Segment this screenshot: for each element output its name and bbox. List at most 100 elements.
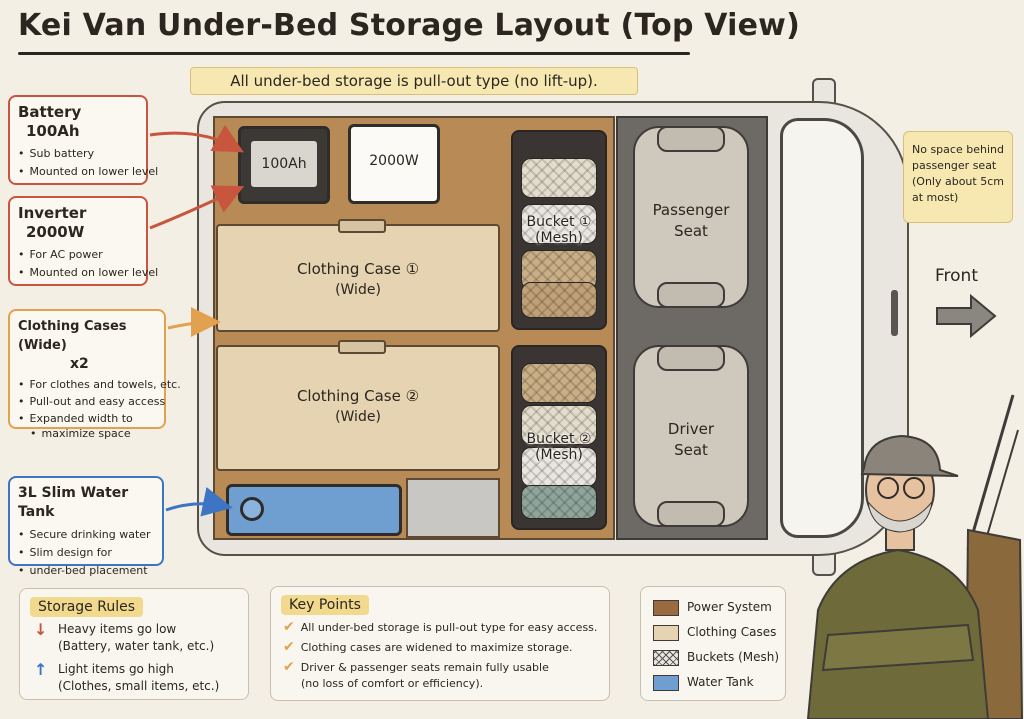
passenger-seat-label: Passenger Seat xyxy=(635,200,747,242)
inverter-callout-item: Mounted on lower level xyxy=(18,264,159,282)
legend-label: Buckets (Mesh) xyxy=(687,650,780,664)
case-2-sub: (Wide) xyxy=(335,409,381,425)
water-callout-item: Slim design for xyxy=(18,544,154,562)
clothing-case-2: Clothing Case ② (Wide) xyxy=(216,340,500,471)
bucket-2-label: Bucket ② (Mesh) xyxy=(513,431,605,463)
key-point-item: ✔ All under-bed storage is pull-out type … xyxy=(283,619,597,636)
water-arrow xyxy=(165,487,233,517)
clothing-arrow xyxy=(167,307,221,338)
case-handle xyxy=(338,219,386,233)
water-callout-title: 3L Slim Water Tank xyxy=(18,485,129,520)
legend-swatch xyxy=(653,649,679,666)
rolled-towel xyxy=(521,485,597,519)
bucket-2-sub: (Mesh) xyxy=(535,447,583,463)
battery-callout: Battery 100Ah Sub battery Mounted on low… xyxy=(8,95,159,185)
legend-item-power: Power System xyxy=(653,597,772,617)
inverter-callout-title: Inverter xyxy=(18,204,87,222)
inverter-callout: Inverter 2000W For AC power Mounted on l… xyxy=(8,196,159,286)
rule-line: (Clothes, small items, etc.) xyxy=(58,679,220,693)
driver-seat-line1: Driver xyxy=(667,420,715,438)
case-handle xyxy=(338,340,386,354)
driver-seat-label: Driver Seat xyxy=(635,419,747,461)
no-space-line: at most) xyxy=(912,191,959,204)
inverter-unit: 2000W xyxy=(348,124,440,204)
no-space-line: No space behind xyxy=(912,143,1004,156)
legend-item-clothing: Clothing Cases xyxy=(653,622,776,642)
legend-item-buckets: Buckets (Mesh) xyxy=(653,647,779,667)
water-callout-item: under-bed placement xyxy=(18,562,154,580)
key-point-item: ✔ Clothing cases are widened to maximize … xyxy=(283,639,572,656)
rule-line: (Battery, water tank, etc.) xyxy=(58,639,215,653)
key-points-title: Key Points xyxy=(281,595,369,615)
clothing-case-1: Clothing Case ① (Wide) xyxy=(216,219,500,332)
case-1-name: Clothing Case ① xyxy=(296,260,420,278)
rule-line: Light items go high xyxy=(58,662,174,676)
key-point-text: Clothing cases are widened to maximize s… xyxy=(300,641,573,654)
clothing-callout-title: Clothing Cases (Wide) xyxy=(18,319,127,353)
battery-arrow xyxy=(149,124,244,153)
passenger-seat-line2: Seat xyxy=(674,222,708,240)
clothing-callout: Clothing Cases (Wide) x2 For clothes and… xyxy=(8,309,181,440)
check-icon: ✔ xyxy=(283,659,295,675)
bucket-2-name: Bucket ② xyxy=(526,431,592,447)
battery-callout-subtitle: 100Ah xyxy=(26,122,80,140)
clothing-callout-item: Pull-out and easy access xyxy=(18,393,166,410)
storage-rules-panel: Storage Rules ↓ Heavy items go low (Batt… xyxy=(19,588,249,700)
case-2-name: Clothing Case ② xyxy=(296,387,420,405)
rule-row-light: ↑ Light items go high (Clothes, small it… xyxy=(34,661,219,695)
mesh-bucket-1: Bucket ① (Mesh) xyxy=(511,130,607,330)
rolled-towel xyxy=(521,204,597,244)
legend-swatch xyxy=(653,674,679,691)
bucket-1-label: Bucket ① (Mesh) xyxy=(513,214,605,246)
key-point-item: ✔ Driver & passenger seats remain fully u… xyxy=(283,659,549,692)
legend-label: Clothing Cases xyxy=(687,625,777,639)
rolled-towel xyxy=(521,158,597,198)
inverter-callout-item: For AC power xyxy=(18,246,138,264)
battery-callout-item: Mounted on lower level xyxy=(18,163,159,181)
rolled-towel xyxy=(521,282,597,318)
case-1-sub: (Wide) xyxy=(335,282,381,298)
key-point-text: Driver & passenger seats remain fully us… xyxy=(300,661,549,674)
legend-item-water: Water Tank xyxy=(653,672,754,692)
up-arrow-icon: ↑ xyxy=(34,660,48,679)
driver-seat-line2: Seat xyxy=(674,441,708,459)
front-label: Front xyxy=(935,266,978,286)
door-handle xyxy=(891,290,898,336)
title-underline xyxy=(18,52,690,55)
rolled-towel xyxy=(521,405,597,445)
key-point-text: All under-bed storage is pull-out type f… xyxy=(300,621,598,634)
bucket-1-sub: (Mesh) xyxy=(535,230,583,246)
inverter-arrow xyxy=(149,185,245,230)
no-space-line: (Only about 5cm xyxy=(912,175,1004,188)
battery-callout-title: Battery xyxy=(18,103,82,121)
key-point-text: (no loss of comfort or efficiency). xyxy=(301,677,484,690)
down-arrow-icon: ↓ xyxy=(34,620,48,639)
check-icon: ✔ xyxy=(283,619,295,635)
storage-gap xyxy=(406,478,500,538)
inverter-callout-subtitle: 2000W xyxy=(26,223,85,241)
storage-rules-title: Storage Rules xyxy=(30,597,143,617)
check-icon: ✔ xyxy=(283,639,295,655)
battery-callout-item: Sub battery xyxy=(18,145,138,163)
inverter-label: 2000W xyxy=(369,153,419,169)
pull-out-note: All under-bed storage is pull-out type (… xyxy=(190,67,638,95)
legend-label: Water Tank xyxy=(687,675,754,689)
rolled-towel xyxy=(521,447,597,487)
battery-label: 100Ah xyxy=(251,141,317,187)
clothing-callout-subtitle: x2 xyxy=(70,356,89,372)
front-arrow-icon xyxy=(936,293,997,339)
rolled-towel xyxy=(521,363,597,403)
person-illustration xyxy=(806,394,1024,719)
headrest xyxy=(657,345,725,371)
clothing-callout-item: For clothes and towels, etc. xyxy=(18,376,181,393)
passenger-seat: Passenger Seat xyxy=(633,126,749,308)
passenger-seat-line1: Passenger xyxy=(652,201,730,219)
headrest xyxy=(657,126,725,152)
mesh-bucket-2: Bucket ② (Mesh) xyxy=(511,345,607,530)
clothing-callout-item: Expanded width to xyxy=(18,410,156,427)
legend-swatch xyxy=(653,599,679,616)
bucket-1-name: Bucket ① xyxy=(526,214,592,230)
rule-line: Heavy items go low xyxy=(58,622,177,636)
legend-panel: Power System Clothing Cases Buckets (Mes… xyxy=(640,586,786,701)
